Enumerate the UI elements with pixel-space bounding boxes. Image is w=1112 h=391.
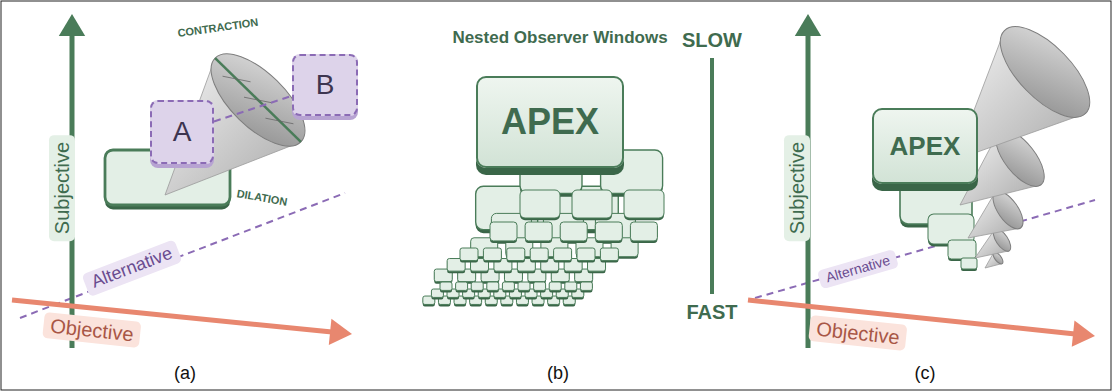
axis-label: SLOW <box>675 27 749 53</box>
observer-window <box>630 222 657 241</box>
window-label: APEX <box>501 101 599 143</box>
observer-window <box>534 282 546 290</box>
observer-window <box>624 190 664 218</box>
observer-box: A <box>150 100 214 164</box>
observer-window <box>507 248 525 261</box>
axis-label: Alternative <box>817 249 899 289</box>
observer-window <box>440 282 452 290</box>
large-cone-face <box>986 12 1104 131</box>
observer-window <box>577 248 595 261</box>
apex-window: APEX <box>476 76 624 168</box>
objective-axis <box>748 300 1077 334</box>
axis-label: Subjective <box>784 135 810 241</box>
axis-label: Subjective <box>49 135 75 241</box>
cone-face-line <box>244 97 272 103</box>
panel-letter: (b) <box>540 362 576 386</box>
objective-axis-head <box>1072 321 1095 347</box>
objective-axis-head <box>329 319 352 345</box>
observer-window <box>471 282 483 290</box>
observer-window <box>483 248 501 261</box>
alternative-link <box>214 96 292 122</box>
subjective-axis-head <box>59 14 85 36</box>
window-label: A <box>173 116 192 148</box>
axis-label: DILATION <box>229 185 296 211</box>
axis-label: Nested Observer Windows <box>445 27 674 49</box>
panel-letter: (c) <box>908 362 943 386</box>
apex-window: APEX <box>872 108 978 184</box>
window-label: B <box>316 69 335 101</box>
observer-window <box>502 282 514 290</box>
nested-slab <box>948 240 976 259</box>
axis-label: Objective <box>808 315 908 351</box>
speed-scale <box>710 58 714 294</box>
axis-label: CONTRACTION <box>170 14 266 42</box>
observer-box: B <box>292 54 358 116</box>
observer-window <box>456 282 468 290</box>
observer-window <box>549 282 561 290</box>
observer-window <box>490 222 517 241</box>
observer-window <box>520 190 560 218</box>
observer-window <box>572 190 612 218</box>
cone-face-line <box>265 118 293 124</box>
observer-window <box>580 282 592 290</box>
observer-window <box>600 248 618 261</box>
axis-label: Alternative <box>82 239 183 297</box>
nested-slab <box>961 258 977 269</box>
observer-window <box>565 282 577 290</box>
axis-label: Objective <box>42 312 142 348</box>
observer-window <box>560 222 587 241</box>
cone-axis-line <box>215 58 301 142</box>
panel-letter: (a) <box>167 362 203 386</box>
window-label: APEX <box>890 131 961 162</box>
observer-window <box>530 248 548 261</box>
cone-face-line <box>223 76 251 82</box>
observer-window <box>554 248 572 261</box>
axis-label: FAST <box>679 299 744 325</box>
observer-window <box>518 282 530 290</box>
observer-window <box>525 222 552 241</box>
observer-window <box>460 248 478 261</box>
observer-window <box>595 222 622 241</box>
observer-window <box>487 282 499 290</box>
subjective-axis-head <box>795 14 821 36</box>
